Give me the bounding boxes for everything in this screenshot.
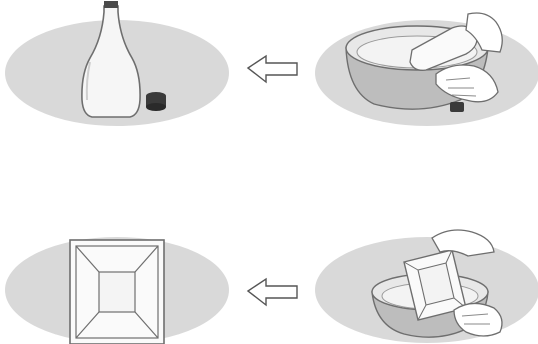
left-arrow-icon	[248, 279, 297, 305]
step-empty-bottle	[5, 1, 229, 126]
step-clean-tray	[5, 237, 229, 344]
step-rinse-bottle-in-basin	[315, 13, 538, 126]
square-tray-icon	[70, 240, 164, 344]
step-rinse-tray-in-basin	[315, 230, 538, 343]
left-arrow-icon	[248, 56, 297, 82]
